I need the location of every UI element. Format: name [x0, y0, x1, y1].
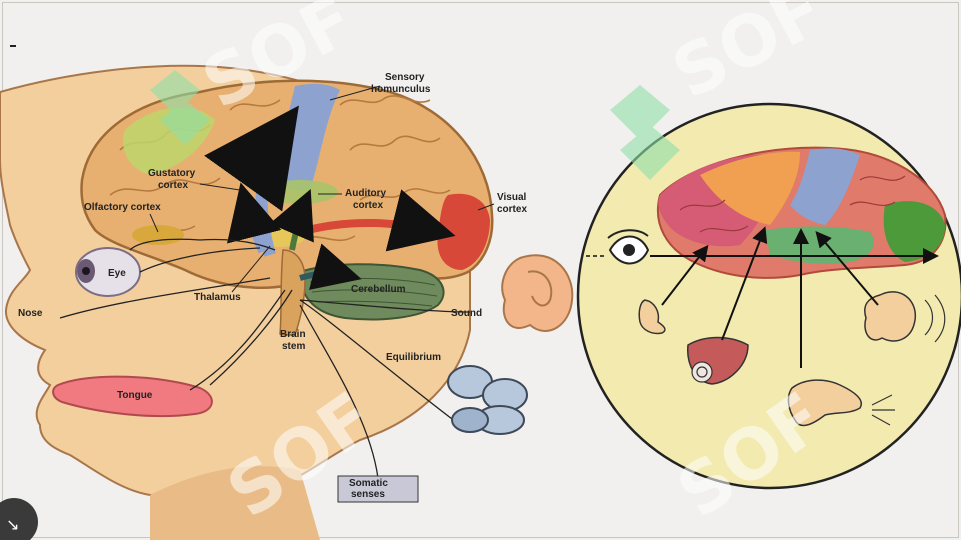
- label-thalamus: Thalamus: [194, 292, 241, 303]
- circle-hand-icon: [787, 379, 895, 427]
- corner-mark: [10, 45, 16, 47]
- label-olfactory: Olfactory cortex: [84, 202, 161, 213]
- inner-ear-illustration: [447, 365, 528, 435]
- label-somatic-2: senses: [351, 489, 385, 500]
- circle-nose-icon: [638, 299, 666, 335]
- label-cerebellum: Cerebellum: [351, 284, 406, 295]
- brain-stem: [279, 249, 306, 336]
- label-equilibrium: Equilibrium: [386, 352, 441, 363]
- circle-brain-occipital: [883, 201, 946, 262]
- ear-illustration: [501, 254, 574, 332]
- circle-brain-gyri: [679, 175, 906, 233]
- label-sensory-homunculus-2: homunculus: [371, 84, 431, 95]
- circle-brain-temporal: [765, 226, 874, 264]
- watermark-logo-top-right: [610, 85, 680, 180]
- circle-eye-icon: [607, 229, 650, 265]
- visual-pathway-arrow: [298, 189, 456, 252]
- label-brain-stem-1: Brain: [280, 329, 306, 340]
- label-tongue: Tongue: [117, 390, 153, 401]
- label-gustatory-2: cortex: [158, 180, 188, 191]
- auditory-pathway-arrow: [269, 188, 314, 251]
- circle-mouth-icon: [687, 336, 749, 385]
- gustatory-pathway-arrow: [227, 182, 282, 254]
- watermark-logo-top-left: [150, 70, 210, 145]
- watermark-text-2: SOF: [659, 0, 837, 115]
- olfactory-region: [132, 225, 184, 245]
- neck-shadow: [150, 466, 320, 540]
- overlay-badge[interactable]: ↘: [0, 498, 38, 540]
- right-circle-panel: [576, 102, 961, 490]
- auditory-region: [262, 180, 338, 204]
- somatic-senses-box: [337, 475, 419, 503]
- label-sensory-homunculus-1: Sensory: [385, 72, 425, 83]
- cerebellum-pathway-arrow: [299, 243, 362, 290]
- label-auditory-1: Auditory: [345, 188, 387, 199]
- circle-brain-orange: [700, 151, 800, 225]
- circle-brain-blue: [790, 148, 860, 225]
- label-visual-2: cortex: [497, 204, 527, 215]
- label-eye: Eye: [108, 268, 126, 279]
- label-auditory-2: cortex: [353, 200, 383, 211]
- eye-illustration: [75, 247, 141, 297]
- label-somatic-1: Somatic: [349, 478, 388, 489]
- label-gustatory-1: Gustatory: [148, 168, 196, 179]
- label-brain-stem-2: stem: [282, 341, 305, 352]
- label-sound: Sound: [451, 308, 482, 319]
- pathway-arrows: [204, 105, 456, 290]
- tongue-illustration: [52, 375, 213, 418]
- label-nose: Nose: [18, 308, 43, 319]
- label-visual-1: Visual: [497, 192, 526, 203]
- badge-arrow-icon: ↘: [6, 515, 19, 534]
- nerve-lines: [59, 238, 471, 479]
